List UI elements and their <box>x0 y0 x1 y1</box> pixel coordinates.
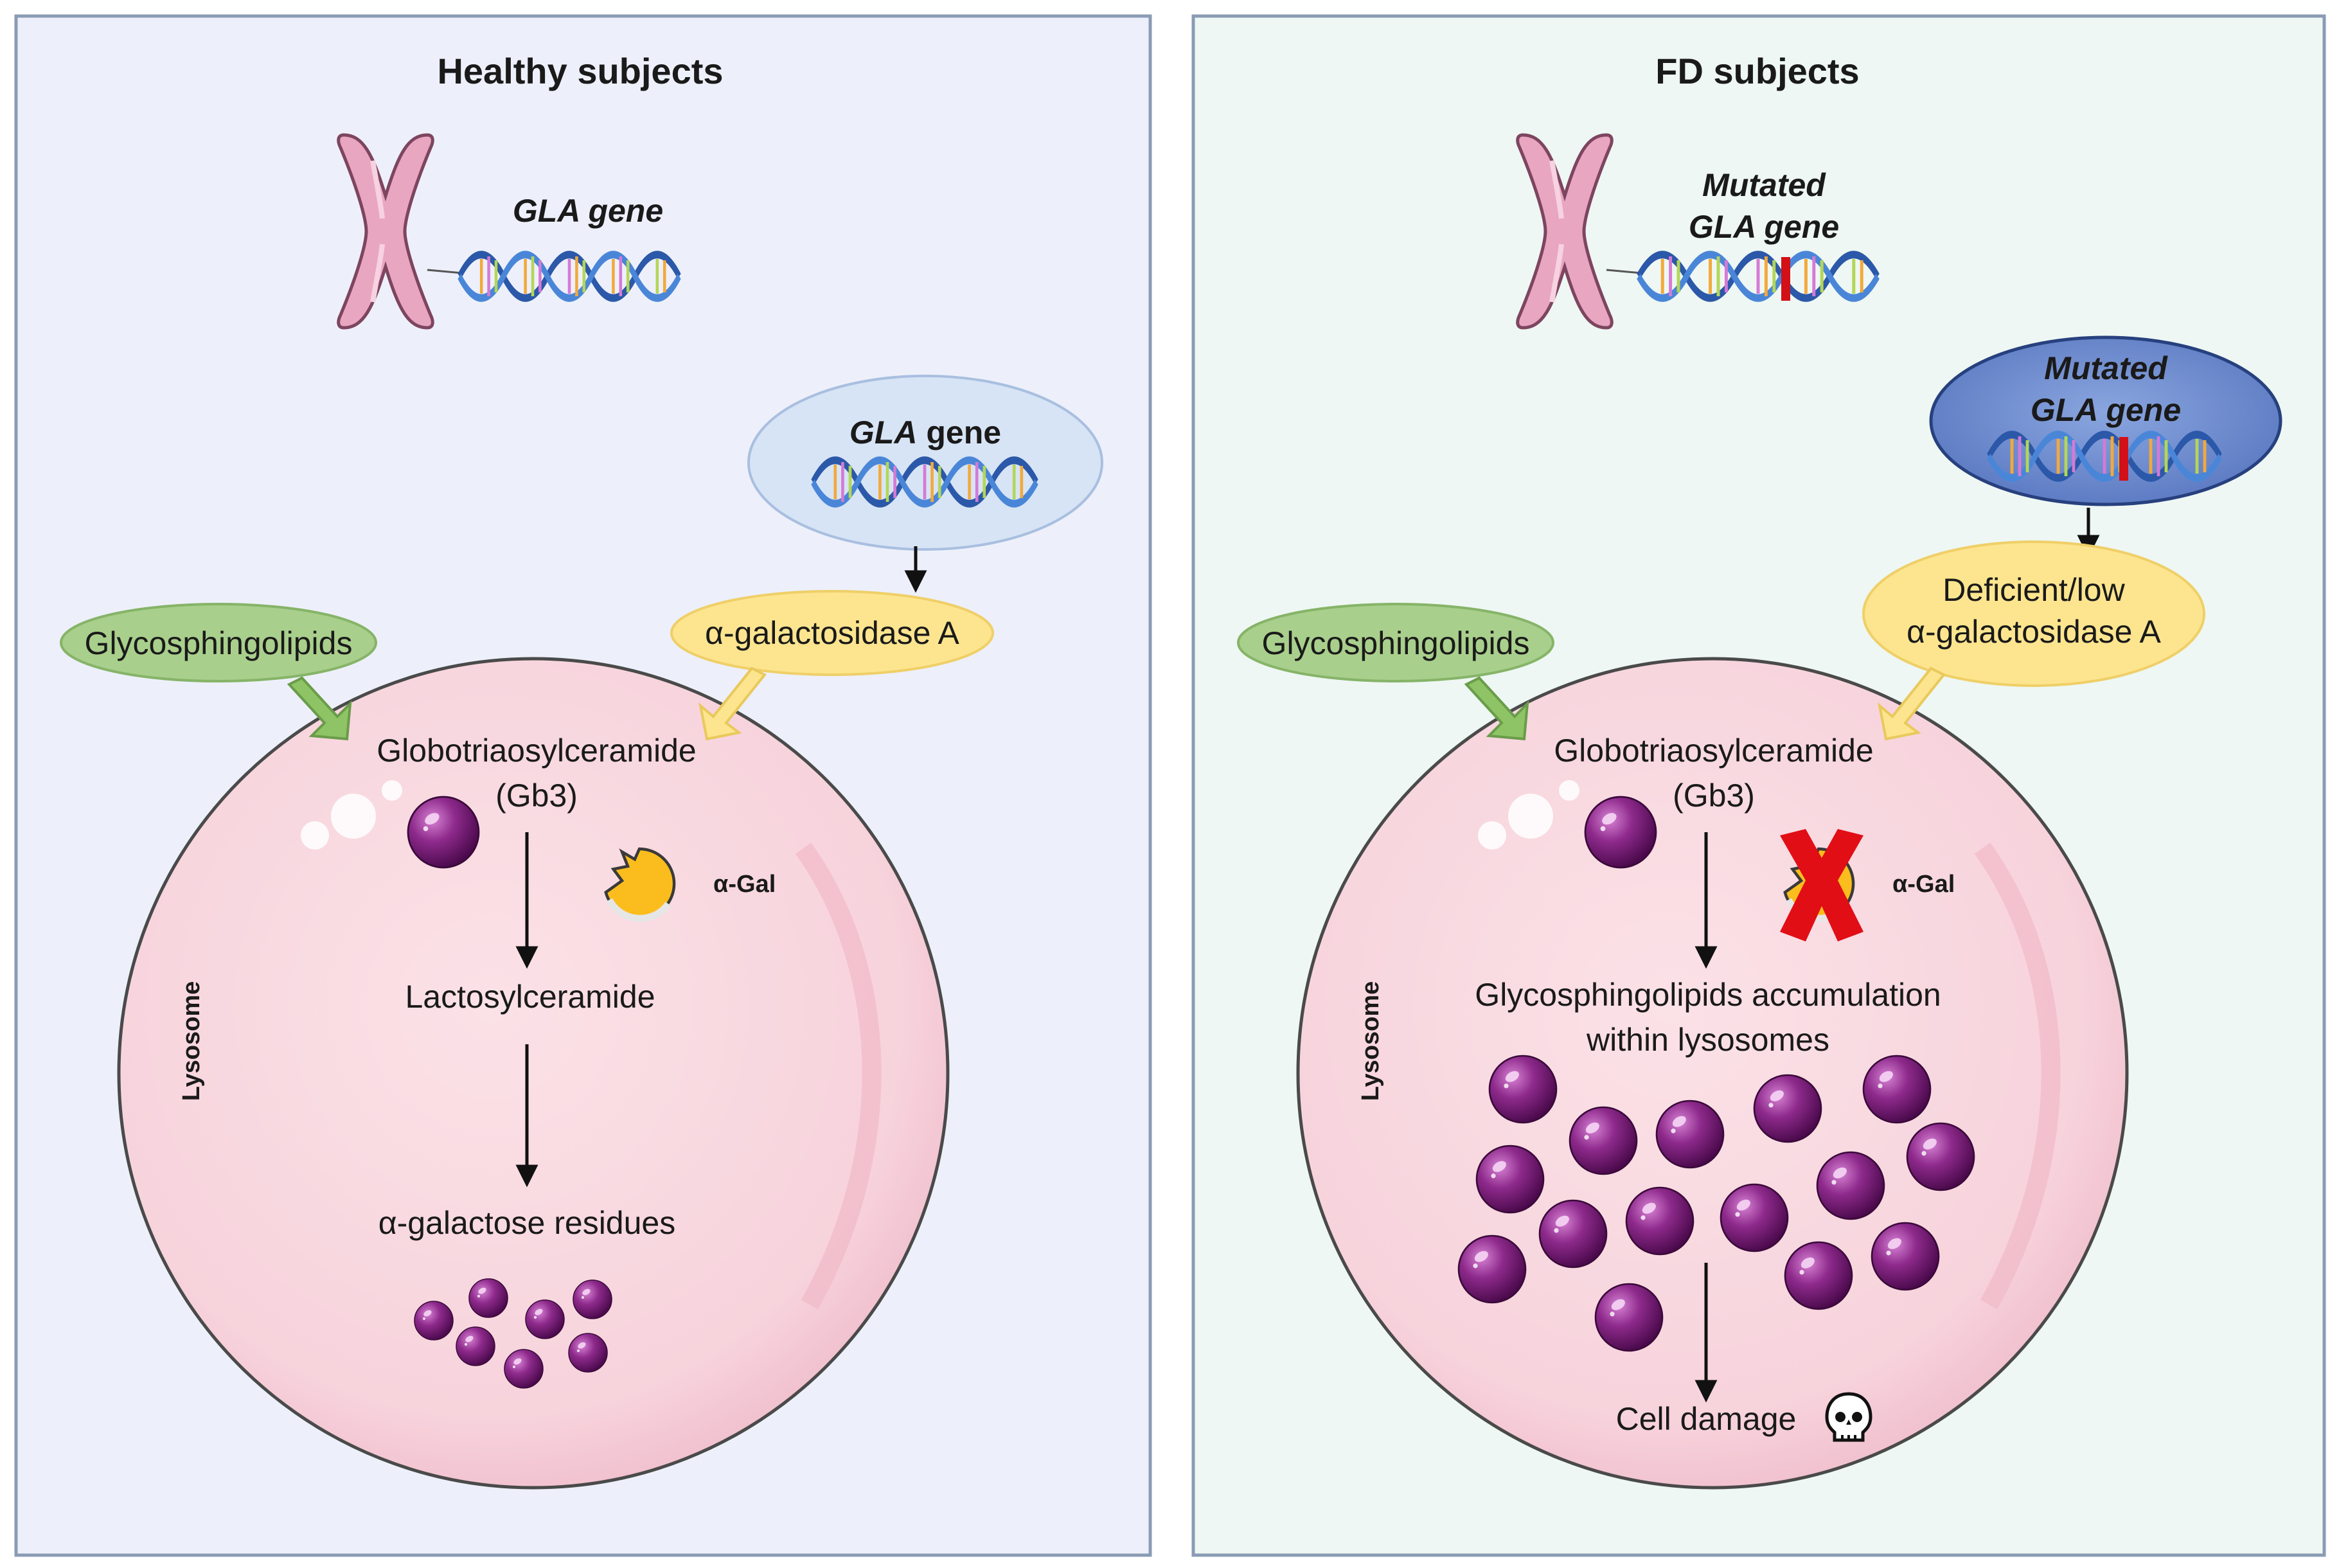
substrate-label: Glycosphingolipids <box>85 625 353 661</box>
fd-panel: FD subjects Mutated GLA gene Mutated GLA… <box>1191 14 2326 1557</box>
enzyme-arrow <box>1877 666 1946 741</box>
lysosome-label: Lysosome <box>1357 981 1384 1101</box>
gb3-label-line1: Globotriaosylceramide <box>1554 733 1873 769</box>
sphere-icon <box>408 797 479 868</box>
healthy-title: Healthy subjects <box>437 51 723 91</box>
sphere-icon <box>1459 1236 1525 1303</box>
sphere-icon <box>1585 797 1656 868</box>
substrate-arrow <box>1464 676 1529 741</box>
gb3-label-line2: (Gb3) <box>1673 778 1755 814</box>
accumulation-line1: Glycosphingolipids accumulation <box>1475 977 1941 1013</box>
cell-damage-label: Cell damage <box>1616 1401 1797 1437</box>
chromosome-gene-label: GLA gene <box>513 193 663 229</box>
sphere-icon <box>1872 1223 1939 1290</box>
sphere-icon <box>573 1280 612 1319</box>
sphere-icon <box>1721 1184 1788 1251</box>
sphere-icon <box>1477 1146 1543 1213</box>
bubble-gene-line1: Mutated <box>2044 350 2168 386</box>
sphere-icon <box>1490 1056 1556 1123</box>
sphere-icon <box>526 1300 564 1339</box>
sphere-icon <box>456 1327 495 1366</box>
substrate-label: Glycosphingolipids <box>1262 625 1530 661</box>
deficient-enzyme-line2: α-galactosidase A <box>1907 614 2161 650</box>
substrate-bubble <box>1237 603 1554 682</box>
gene-bubble-label: GLA gene <box>849 414 1001 450</box>
product-1-label: Lactosylceramide <box>405 979 655 1015</box>
product-2-label: α-galactose residues <box>378 1205 675 1241</box>
sphere-icon <box>1754 1075 1821 1142</box>
healthy-panel: Healthy subjects GLA gene GLA gene α-gal… <box>14 14 1152 1557</box>
accumulation-line2: within lysosomes <box>1586 1022 1829 1058</box>
enzyme-bubble <box>670 590 994 676</box>
sphere-icon <box>569 1333 607 1372</box>
sphere-icon <box>1817 1152 1884 1219</box>
enzyme-short-label: α-Gal <box>713 871 776 898</box>
gb3-label-line2: (Gb3) <box>495 778 578 814</box>
lysosome-label: Lysosome <box>178 981 205 1101</box>
chromosome-gene-label-line1: Mutated <box>1702 167 1826 203</box>
sphere-icon <box>504 1350 543 1388</box>
sphere-icon <box>1863 1056 1930 1123</box>
skull-icon <box>1827 1394 1871 1440</box>
lysosome <box>117 657 950 1490</box>
sphere-icon <box>1785 1242 1852 1309</box>
sphere-icon <box>414 1301 453 1340</box>
sphere-icon <box>1907 1123 1974 1190</box>
enzyme-short-label: α-Gal <box>1892 871 1955 898</box>
gb3-label-line1: Globotriaosylceramide <box>377 733 696 769</box>
bubble-gene-line2: GLA gene <box>2031 392 2181 428</box>
sphere-icon <box>1540 1200 1606 1267</box>
substrate-arrow <box>287 676 352 741</box>
deficient-enzyme-line1: Deficient/low <box>1943 572 2125 608</box>
enzyme-arrow <box>698 666 767 741</box>
chromosome-gene-label-line2: GLA gene <box>1689 209 1839 245</box>
sphere-icon <box>1657 1101 1723 1168</box>
deficient-enzyme-bubble <box>1862 540 2205 687</box>
sphere-icon <box>469 1279 508 1317</box>
fd-title: FD subjects <box>1655 51 1859 91</box>
red-x-icon <box>1780 829 1863 941</box>
sphere-icon <box>1626 1188 1693 1254</box>
enzyme-label: α-galactosidase A <box>705 615 959 651</box>
substrate-bubble <box>60 603 377 682</box>
sphere-icon <box>1596 1284 1662 1351</box>
sphere-icon <box>1570 1107 1637 1174</box>
